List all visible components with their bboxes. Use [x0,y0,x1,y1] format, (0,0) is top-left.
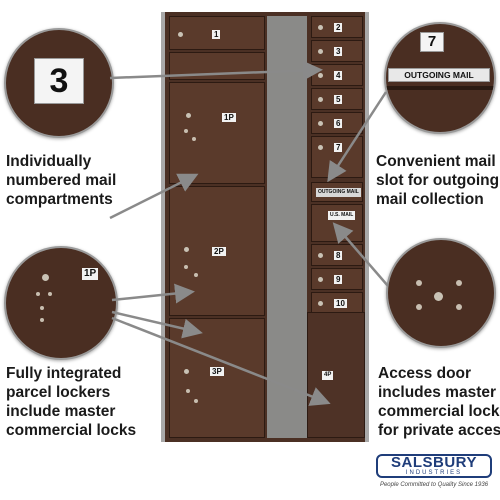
caption-line: Fully integrated [6,365,122,382]
caption-line: parcel lockers [6,384,111,401]
door-left-blank [169,52,265,80]
parcel-2p-label: 2P [212,247,226,256]
caption-line: compartments [6,191,113,208]
door-6[interactable]: 6 [311,112,363,134]
door-2[interactable]: 2 [311,16,363,38]
callout-parcel-lock: 1P [4,246,118,360]
caption-line: for private access [378,422,500,439]
door-10[interactable]: 10 [311,292,363,314]
parcel-3p-lock [184,369,189,374]
door-8-label: 8 [334,251,343,260]
access-door-lock [314,393,319,398]
parcel-2p-rivet [184,265,188,269]
door-9-label: 9 [334,275,343,284]
caption-line: Individually [6,153,92,170]
parcel-callout-rivet [36,292,40,296]
caption-line: mail collection [376,191,484,208]
access-callout-rivet [416,304,422,310]
door-3-lock [318,49,323,54]
door-10-lock [318,301,323,306]
door-7-lock [318,145,323,150]
access-callout-rivet [456,280,462,286]
parcel-1p-label: 1P [222,113,236,122]
parcel-2p-rivet [194,273,198,277]
door-3[interactable]: 3 [311,40,363,62]
access-panel-label: U.S. MAIL [328,211,356,220]
door-5-label: 5 [334,95,343,104]
door-4-lock [318,73,323,78]
caption-line: numbered mail [6,172,117,189]
outgoing-slot[interactable]: OUTGOING MAIL [311,182,363,202]
logo-name: SALSBURY [391,454,477,471]
parcel-1p-rivet [184,129,188,133]
parcel-callout-rivet [40,318,44,322]
parcel-locker-2p[interactable]: 2P [169,186,265,316]
access-callout-lock [434,292,443,301]
access-callout-rivet [416,280,422,286]
caption-parcel-lockers: Fully integrated parcel lockers include … [6,364,136,440]
access-panel[interactable]: U.S. MAIL [311,204,363,242]
door-4-label: 4 [334,71,343,80]
callout-outgoing-mail: 7 OUTGOING MAIL [384,22,496,134]
mailbox-unit: 1 1P 2P 3P 2 3 4 5 6 7 8 9 10 OUTGOING MAIL U.S.… [161,12,369,442]
caption-line: commercial locks [6,422,137,439]
door-5-lock [318,97,323,102]
parcel-2p-lock [184,247,189,252]
door-9-lock [318,277,323,282]
access-door-tag: 4P [322,371,334,380]
door-7-label: 7 [334,143,343,152]
caption-line: include master [6,403,116,420]
salsbury-logo: SALSBURY INDUSTRIES People Committed to … [370,452,498,496]
door-3-label: 3 [334,47,343,56]
logo-sub: INDUSTRIES [405,470,463,476]
parcel-3p-rivet [194,399,198,403]
parcel-3p-label: 3P [210,367,224,376]
caption-line: includes master [378,384,497,401]
outgoing-mail-label: OUTGOING MAIL [388,68,490,82]
door-6-label: 6 [334,119,343,128]
caption-compartments: Individually numbered mail compartments [6,152,116,209]
parcel-tag-1p: 1P [82,268,99,280]
outgoing-number-tag: 7 [420,32,444,52]
parcel-callout-rivet [40,306,44,310]
outgoing-slot-edge [386,86,494,90]
door-2-label: 2 [334,23,343,32]
parcel-locker-1p[interactable]: 1P [169,82,265,184]
parcel-1p-lock [186,113,191,118]
logo-badge: SALSBURY INDUSTRIES [376,454,492,478]
parcel-3p-rivet [186,389,190,393]
number-tag-3: 3 [34,58,84,104]
outgoing-slot-label: OUTGOING MAIL [316,188,361,197]
door-1-lock [178,32,183,37]
door-9[interactable]: 9 [311,268,363,290]
parcel-1p-rivet [192,137,196,141]
parcel-callout-rivet [48,292,52,296]
door-8-lock [318,253,323,258]
parcel-callout-lock [42,274,49,281]
door-6-lock [318,121,323,126]
caption-outgoing-slot: Convenient mail slot for outgoing mail c… [376,152,499,209]
door-1-label: 1 [212,30,221,39]
door-8[interactable]: 8 [311,244,363,266]
logo-tagline: People Committed to Quality Since 1936 [379,482,489,488]
callout-number-tag: 3 [4,28,114,138]
caption-access-door: Access door includes master commercial l… [378,364,500,440]
access-callout-rivet [456,304,462,310]
door-5[interactable]: 5 [311,88,363,110]
door-7[interactable]: 7 [311,136,363,178]
callout-access-door [386,238,496,348]
caption-line: Access door [378,365,472,382]
mailbox-interior [267,16,307,438]
access-door-open[interactable]: 4P [307,312,365,438]
door-2-lock [318,25,323,30]
caption-line: slot for outgoing [376,172,500,189]
caption-line: commercial lock [378,403,500,420]
caption-line: Convenient mail [376,153,496,170]
door-4[interactable]: 4 [311,64,363,86]
door-10-label: 10 [334,299,347,308]
door-1[interactable]: 1 [169,16,265,50]
parcel-locker-3p[interactable]: 3P [169,318,265,438]
